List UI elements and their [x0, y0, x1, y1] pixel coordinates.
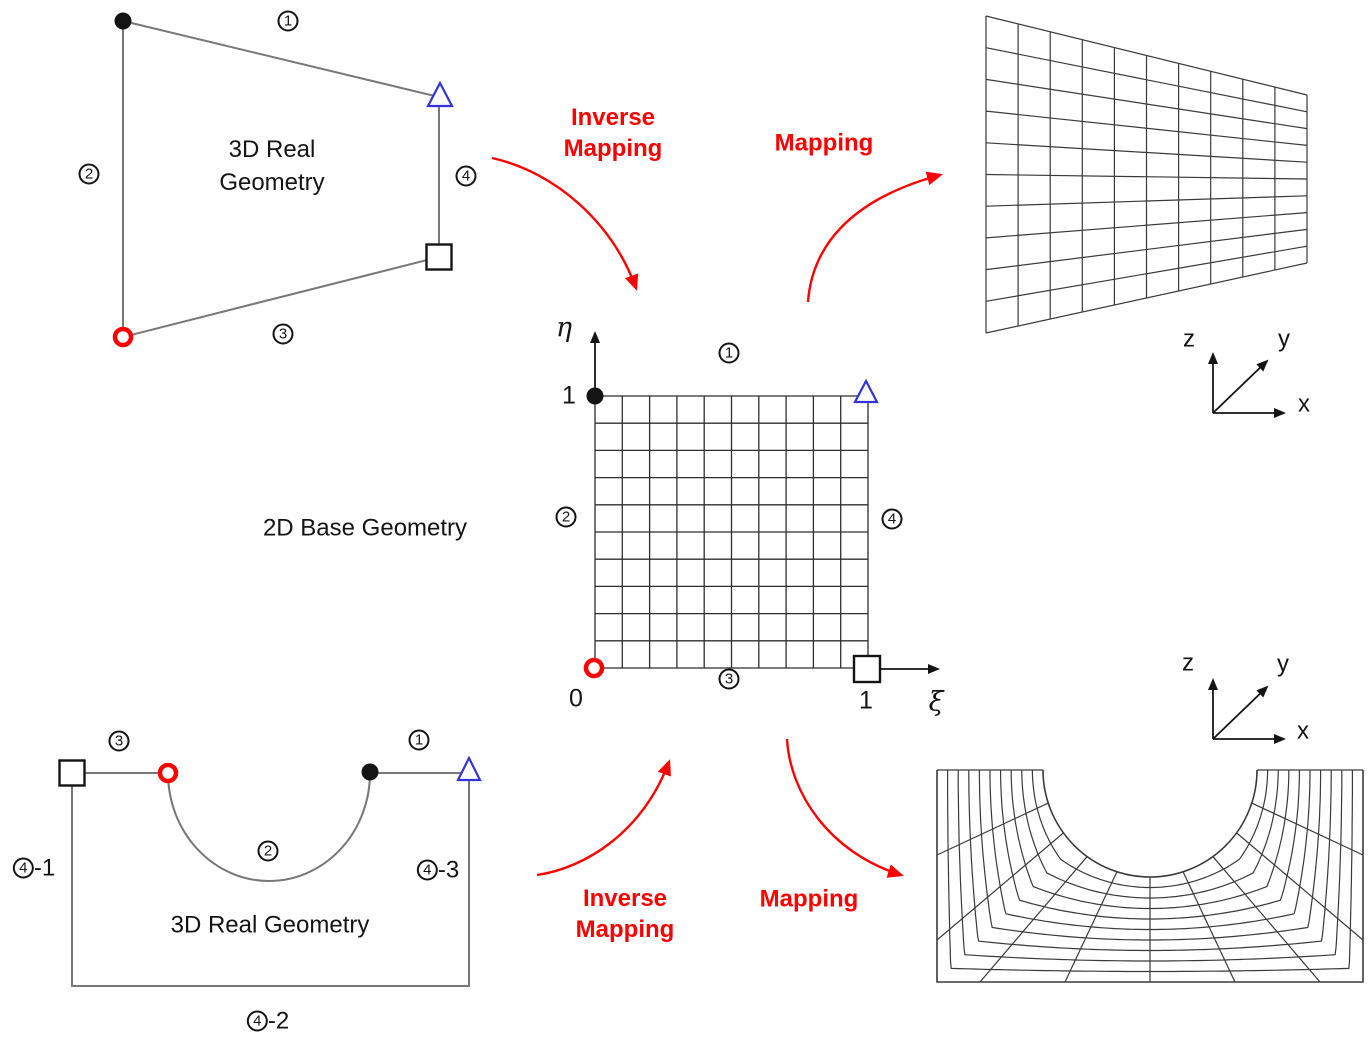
corner-square-marker: [425, 243, 453, 271]
corner-dot-marker: [586, 387, 604, 405]
edge-label-2-quad: 2: [78, 155, 100, 188]
z-axis-label-bottom: z: [1182, 649, 1194, 677]
edge-label-1-notch: 1: [408, 721, 430, 754]
notch-title: 3D Real Geometry: [170, 911, 370, 939]
x-axis-label-top: x: [1298, 390, 1310, 418]
mapped-plate-mesh: [985, 15, 1308, 334]
corner-triangle-marker: [853, 378, 879, 404]
edge-label-4-1: 4 -1: [12, 852, 56, 885]
corner-triangle-marker: [426, 80, 454, 108]
edge-label-4-2: 4 -2: [246, 1005, 290, 1038]
x-axis-label-bottom: x: [1297, 717, 1309, 745]
corner-square-marker: [852, 654, 882, 684]
edge-label-4-quad: 4: [455, 157, 477, 190]
inverse-mapping-arrow-top: [491, 156, 639, 291]
mapping-arrow-top: [806, 171, 943, 303]
label-line: Inverse: [582, 885, 668, 912]
xyz-triad-bottom: [1208, 678, 1286, 744]
notch-corner-markers: [58, 755, 482, 787]
notch-top-edge: [72, 772, 469, 882]
edge-label-1-quad: 1: [277, 2, 299, 35]
edge-label-4-base: 4: [881, 500, 903, 533]
circled-number: 1: [277, 10, 299, 32]
inverse-mapping-label-bottom: Inverse Mapping: [576, 883, 675, 945]
edge-label-3-quad: 3: [272, 315, 294, 348]
xyz-triad-top: [1208, 352, 1286, 418]
edge-label-2-notch: 2: [257, 832, 279, 865]
inverse-mapping-label-top: Inverse Mapping: [564, 102, 663, 164]
mapping-label-top: Mapping: [774, 129, 874, 157]
circled-number: 3: [718, 668, 740, 690]
edge-label-2-base: 2: [555, 498, 577, 531]
base-geometry-title: 2D Base Geometry: [262, 514, 468, 542]
corner-square-marker: [58, 759, 86, 787]
corner-ring-marker: [112, 326, 134, 348]
y-axis-label-top: y: [1278, 325, 1290, 353]
edge-label-4-3: 4 -3: [416, 854, 460, 887]
y-axis-label-bottom: y: [1277, 650, 1289, 678]
base-square-grid: [594, 395, 869, 669]
corner-ring-marker: [583, 657, 605, 679]
quad-title: 3D Real Geometry: [219, 133, 324, 199]
corner-dot-marker: [361, 763, 379, 781]
y-axis: [1212, 359, 1269, 414]
circled-number: 2: [257, 840, 279, 862]
eta-axis-label: η: [555, 312, 573, 344]
notch-mesh-hole: [1042, 769, 1258, 878]
circled-number: 4: [455, 165, 477, 187]
corner-dot-marker: [114, 12, 132, 30]
label-line: Mapping: [575, 916, 675, 943]
quad-title-line1: 3D Real: [228, 136, 316, 163]
label-line: Inverse: [570, 104, 656, 131]
circled-number: 4: [12, 857, 34, 879]
base-corner-markers: [583, 378, 882, 684]
mapping-label-bottom: Mapping: [759, 885, 859, 913]
quad-title-line2: Geometry: [219, 169, 325, 196]
real-geometry-notch-outline: [71, 772, 470, 987]
label-line: Mapping: [563, 135, 663, 162]
circled-number: 2: [78, 163, 100, 185]
y-axis: [1212, 685, 1269, 740]
corner-triangle-marker: [456, 755, 482, 782]
mapped-notch-mesh: [936, 769, 1364, 983]
xi-one-tick: 1: [859, 686, 873, 715]
mapping-arrows: [491, 156, 943, 878]
corner-ring-marker: [157, 762, 179, 784]
inverse-mapping-arrow-bottom: [536, 759, 671, 877]
circled-number: 4: [881, 508, 903, 530]
origin-zero-tick: 0: [569, 684, 583, 713]
xi-axis-label: ξ: [928, 686, 944, 718]
mapped-notch-boundary: [936, 769, 1364, 983]
mapping-arrow-bottom: [785, 738, 904, 878]
z-axis-label-top: z: [1183, 325, 1195, 353]
circled-number: 2: [555, 506, 577, 528]
circled-number: 3: [108, 730, 130, 752]
circled-number: 4: [246, 1010, 268, 1032]
edge-suffix: -2: [267, 1007, 290, 1035]
real-geometry-quad: [112, 12, 454, 348]
eta-one-tick: 1: [562, 381, 576, 410]
edge-suffix: -3: [437, 856, 460, 884]
edge-label-1-base: 1: [718, 334, 740, 367]
circled-number: 4: [416, 859, 438, 881]
circled-number: 3: [272, 323, 294, 345]
notch-mesh-outer: [936, 770, 1364, 983]
circled-number: 1: [408, 729, 430, 751]
edge-label-3-notch: 3: [108, 722, 130, 755]
circled-number: 1: [718, 342, 740, 364]
edge-label-3-base: 3: [718, 660, 740, 693]
notch-sides: [71, 773, 470, 987]
edge-suffix: -1: [33, 854, 56, 882]
